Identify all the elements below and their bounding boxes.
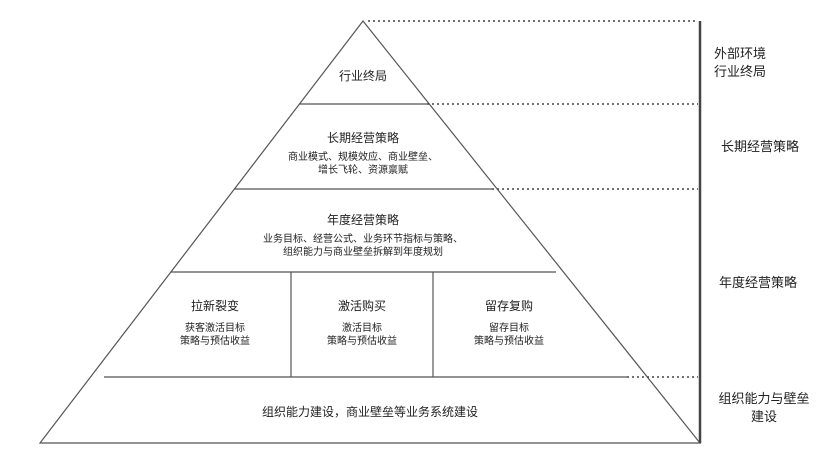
- cell-2-line-1: 激活目标: [342, 321, 382, 334]
- annual-line-2: 组织能力与商业壁垒拆解到年度规划: [283, 245, 443, 258]
- annual-title: 年度经营策略: [327, 212, 399, 227]
- cell-3-line-1: 留存目标: [489, 321, 529, 334]
- base-layer-title: 组织能力建设，商业壁垒等业务系统建设: [262, 404, 478, 419]
- cell-3-title: 留存复购: [485, 298, 533, 313]
- pyramid-outline: [38, 20, 702, 444]
- right-label-outer-env-2: 行业终局: [714, 64, 766, 80]
- cell-2-line-2: 策略与预估收益: [327, 334, 397, 347]
- cell-2-title: 激活购买: [338, 298, 386, 313]
- right-label-long-term: 长期经营策略: [721, 139, 799, 155]
- top-layer-title: 行业终局: [339, 68, 387, 83]
- right-label-org-1: 组织能力与壁垒: [718, 392, 809, 407]
- cell-1-line-1: 获客激活目标: [185, 321, 245, 334]
- long-term-title: 长期经营策略: [327, 130, 399, 145]
- right-label-annual: 年度经营策略: [719, 275, 797, 291]
- long-term-line-2: 增长飞轮、资源禀赋: [318, 163, 408, 176]
- cell-3-line-2: 策略与预估收益: [474, 334, 544, 347]
- right-label-outer-env-1: 外部环境: [714, 47, 766, 62]
- long-term-line-1: 商业模式、规模效应、商业壁垒、: [288, 150, 438, 163]
- right-label-org-2: 建设: [751, 410, 777, 425]
- cell-1-line-2: 策略与预估收益: [180, 334, 250, 347]
- cell-1-title: 拉新裂变: [191, 298, 239, 313]
- annual-line-1: 业务目标、经营公式、业务环节指标与策略、: [263, 232, 463, 245]
